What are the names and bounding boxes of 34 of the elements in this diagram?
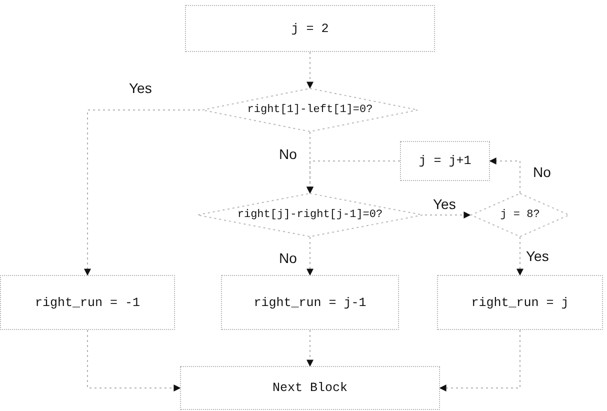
process-box <box>180 366 440 410</box>
edge-label: Yes <box>525 248 550 264</box>
arrow <box>424 212 471 218</box>
arrow <box>84 110 200 276</box>
node-text: right[1]-left[1]=0? <box>247 104 373 116</box>
edge-label: Yes <box>432 196 457 212</box>
arrow <box>489 158 520 194</box>
arrow <box>306 52 314 89</box>
node-text: right_run = -1 <box>34 296 140 310</box>
node-text: Next Block <box>272 381 348 395</box>
decision-diamond <box>470 193 570 237</box>
process-box <box>437 275 603 330</box>
arrow <box>306 236 314 276</box>
process-box <box>0 275 175 330</box>
node-text: right_run = j <box>471 296 569 310</box>
arrow <box>516 236 524 276</box>
process-box <box>400 141 490 181</box>
node-text: right_run = j-1 <box>254 296 366 310</box>
edge-label: No <box>532 164 552 180</box>
decision-diamond <box>195 193 425 237</box>
edge-label: No <box>278 250 298 266</box>
arrow <box>306 160 400 194</box>
node-text: right[j]-right[j-1]=0? <box>237 209 383 221</box>
process-box <box>221 275 399 330</box>
arrow <box>439 330 520 392</box>
process-box <box>185 5 435 52</box>
node-text: j = j+1 <box>418 154 472 168</box>
node-text: j = 8? <box>500 209 540 221</box>
arrow <box>306 330 314 367</box>
edge-label: Yes <box>128 80 153 96</box>
edge-label: No <box>278 146 298 162</box>
node-text: j = 2 <box>291 22 329 36</box>
arrow <box>87 330 181 392</box>
decision-diamond <box>200 88 420 132</box>
